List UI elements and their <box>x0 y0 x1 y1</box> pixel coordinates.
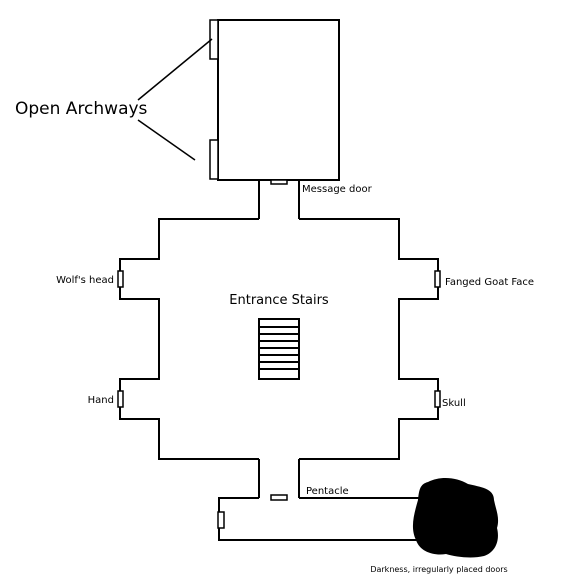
fanged-goat-face-label: Fanged Goat Face <box>445 277 534 288</box>
stairs-icon <box>258 318 300 380</box>
central-chamber <box>119 218 439 460</box>
archway-bottom <box>209 139 219 180</box>
lower-room <box>218 497 440 541</box>
archway-leader-bottom <box>137 119 196 161</box>
archway-leader-top <box>137 38 213 101</box>
fanged-goat-door <box>434 270 441 288</box>
pentacle-label: Pentacle <box>306 486 349 497</box>
darkness-blob <box>412 478 499 558</box>
hand-label: Hand <box>88 395 114 406</box>
archway-top <box>209 19 219 60</box>
lower-room-west-door <box>217 511 225 529</box>
open-archways-label: Open Archways <box>15 99 148 119</box>
darkness-label: Darkness, irregularly placed doors <box>370 565 507 574</box>
skull-door <box>434 390 441 408</box>
entrance-stairs-label: Entrance Stairs <box>229 293 329 308</box>
message-door <box>270 179 288 185</box>
wolfs-head-label: Wolf's head <box>56 275 114 286</box>
skull-label: Skull <box>442 398 466 409</box>
hand-door <box>117 390 124 408</box>
wolfs-head-door <box>117 270 124 288</box>
pentacle-door <box>270 494 288 501</box>
upper-room <box>217 19 340 181</box>
message-door-label: Message door <box>302 184 373 195</box>
